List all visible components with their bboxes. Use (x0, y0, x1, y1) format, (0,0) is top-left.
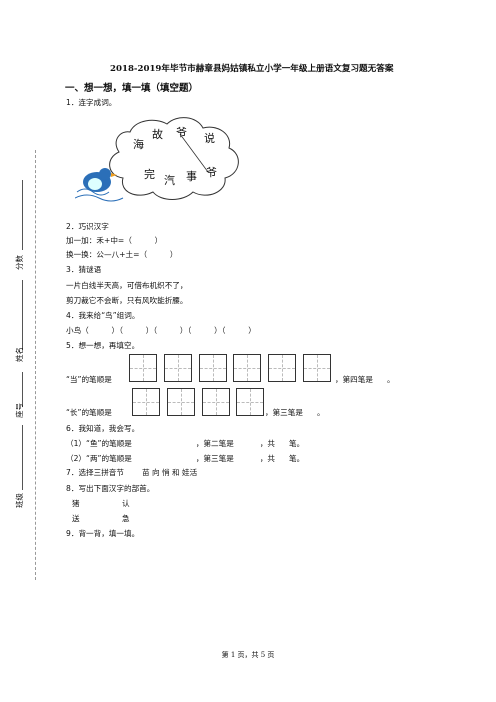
cloud-char: 海 (133, 138, 144, 151)
document-title: 2018-2019年毕节市赫章县妈姑镇私立小学一年级上册语文复习题无答案 (110, 64, 394, 74)
q5-line: 5．想一想，再填空。 (66, 341, 140, 350)
writing-box[interactable] (199, 354, 227, 382)
writing-box[interactable] (202, 388, 230, 416)
cloud-char: 说 (204, 132, 215, 145)
q5-chang-stroke: ，第三笔是。 (265, 408, 325, 417)
writing-box[interactable] (167, 388, 195, 416)
cloud-illustration (75, 117, 239, 202)
q8-char: 急 (122, 514, 130, 523)
cloud-char: 爷 (176, 126, 187, 139)
writing-box[interactable] (233, 354, 261, 382)
cloud-char: 完 (144, 168, 155, 181)
writing-box[interactable] (164, 354, 192, 382)
class-underline (22, 425, 23, 490)
side-label-class: 班级 (15, 493, 24, 508)
cloud-char: 爷 (206, 166, 217, 179)
q6-liang: （2）“两”的笔顺是，第三笔是，共笔。 (66, 454, 305, 463)
writing-box[interactable] (303, 354, 331, 382)
q5-dang-stroke: ，第四笔是。 (335, 375, 395, 384)
q1-line: 1．连字成词。 (66, 98, 117, 107)
id-underline (22, 372, 23, 407)
q2-add: 加一加：禾+中=（ ） (66, 236, 163, 245)
q9-line: 9．背一背，填一填。 (66, 529, 140, 538)
name-underline (22, 280, 23, 350)
q3-riddle-1: 一片白线半天高，可借布机织不了， (66, 281, 188, 290)
q3-line: 3．猜谜语 (66, 265, 102, 274)
writing-box[interactable] (236, 388, 264, 416)
writing-box[interactable] (268, 354, 296, 382)
q4-blanks: 小鸟（ ）（ ）（ ）（ ）（ ） (66, 326, 256, 335)
cloud-char: 汽 (164, 174, 175, 187)
page-footer: 第 1 页，共 5 页 (221, 651, 275, 659)
q2-line: 2．巧识汉字 (66, 222, 109, 231)
q6-yu: （1）“鱼”的笔顺是，第二笔是，共笔。 (66, 439, 305, 448)
writing-box[interactable] (132, 388, 160, 416)
q2-swap: 换一换：公—八+土=（ ） (66, 250, 178, 259)
side-label-score: 分数 (15, 255, 24, 270)
q8-char: 认 (122, 499, 130, 508)
binding-line (35, 150, 36, 580)
cloud-char: 故 (152, 128, 163, 141)
q8-char: 猪 (72, 499, 80, 508)
penguin-icon (83, 168, 117, 192)
q3-riddle-2: 剪刀裁它不会断，只有风吹能折腰。 (66, 296, 188, 305)
section-heading: 一、想一想，填一填（填空题） (65, 83, 199, 94)
score-underline (22, 180, 23, 250)
q7-line: 7．选择三拼音节苗 向 悄 和 娃活 (66, 468, 198, 477)
q5-dang-label: “当”的笔顺是 (66, 375, 112, 384)
side-label-name: 姓名 (15, 347, 24, 362)
q8-char: 送 (72, 514, 80, 523)
side-label-id: 座号 (15, 403, 24, 418)
writing-box[interactable] (129, 354, 157, 382)
q8-line: 8．写出下面汉字的部首。 (66, 484, 155, 493)
q4-line: 4．我来给“鸟”组词。 (66, 311, 140, 320)
cloud-char: 事 (186, 170, 197, 183)
q6-line: 6．我知道，我会写。 (66, 424, 140, 433)
q5-chang-label: “长”的笔顺是 (66, 408, 112, 417)
